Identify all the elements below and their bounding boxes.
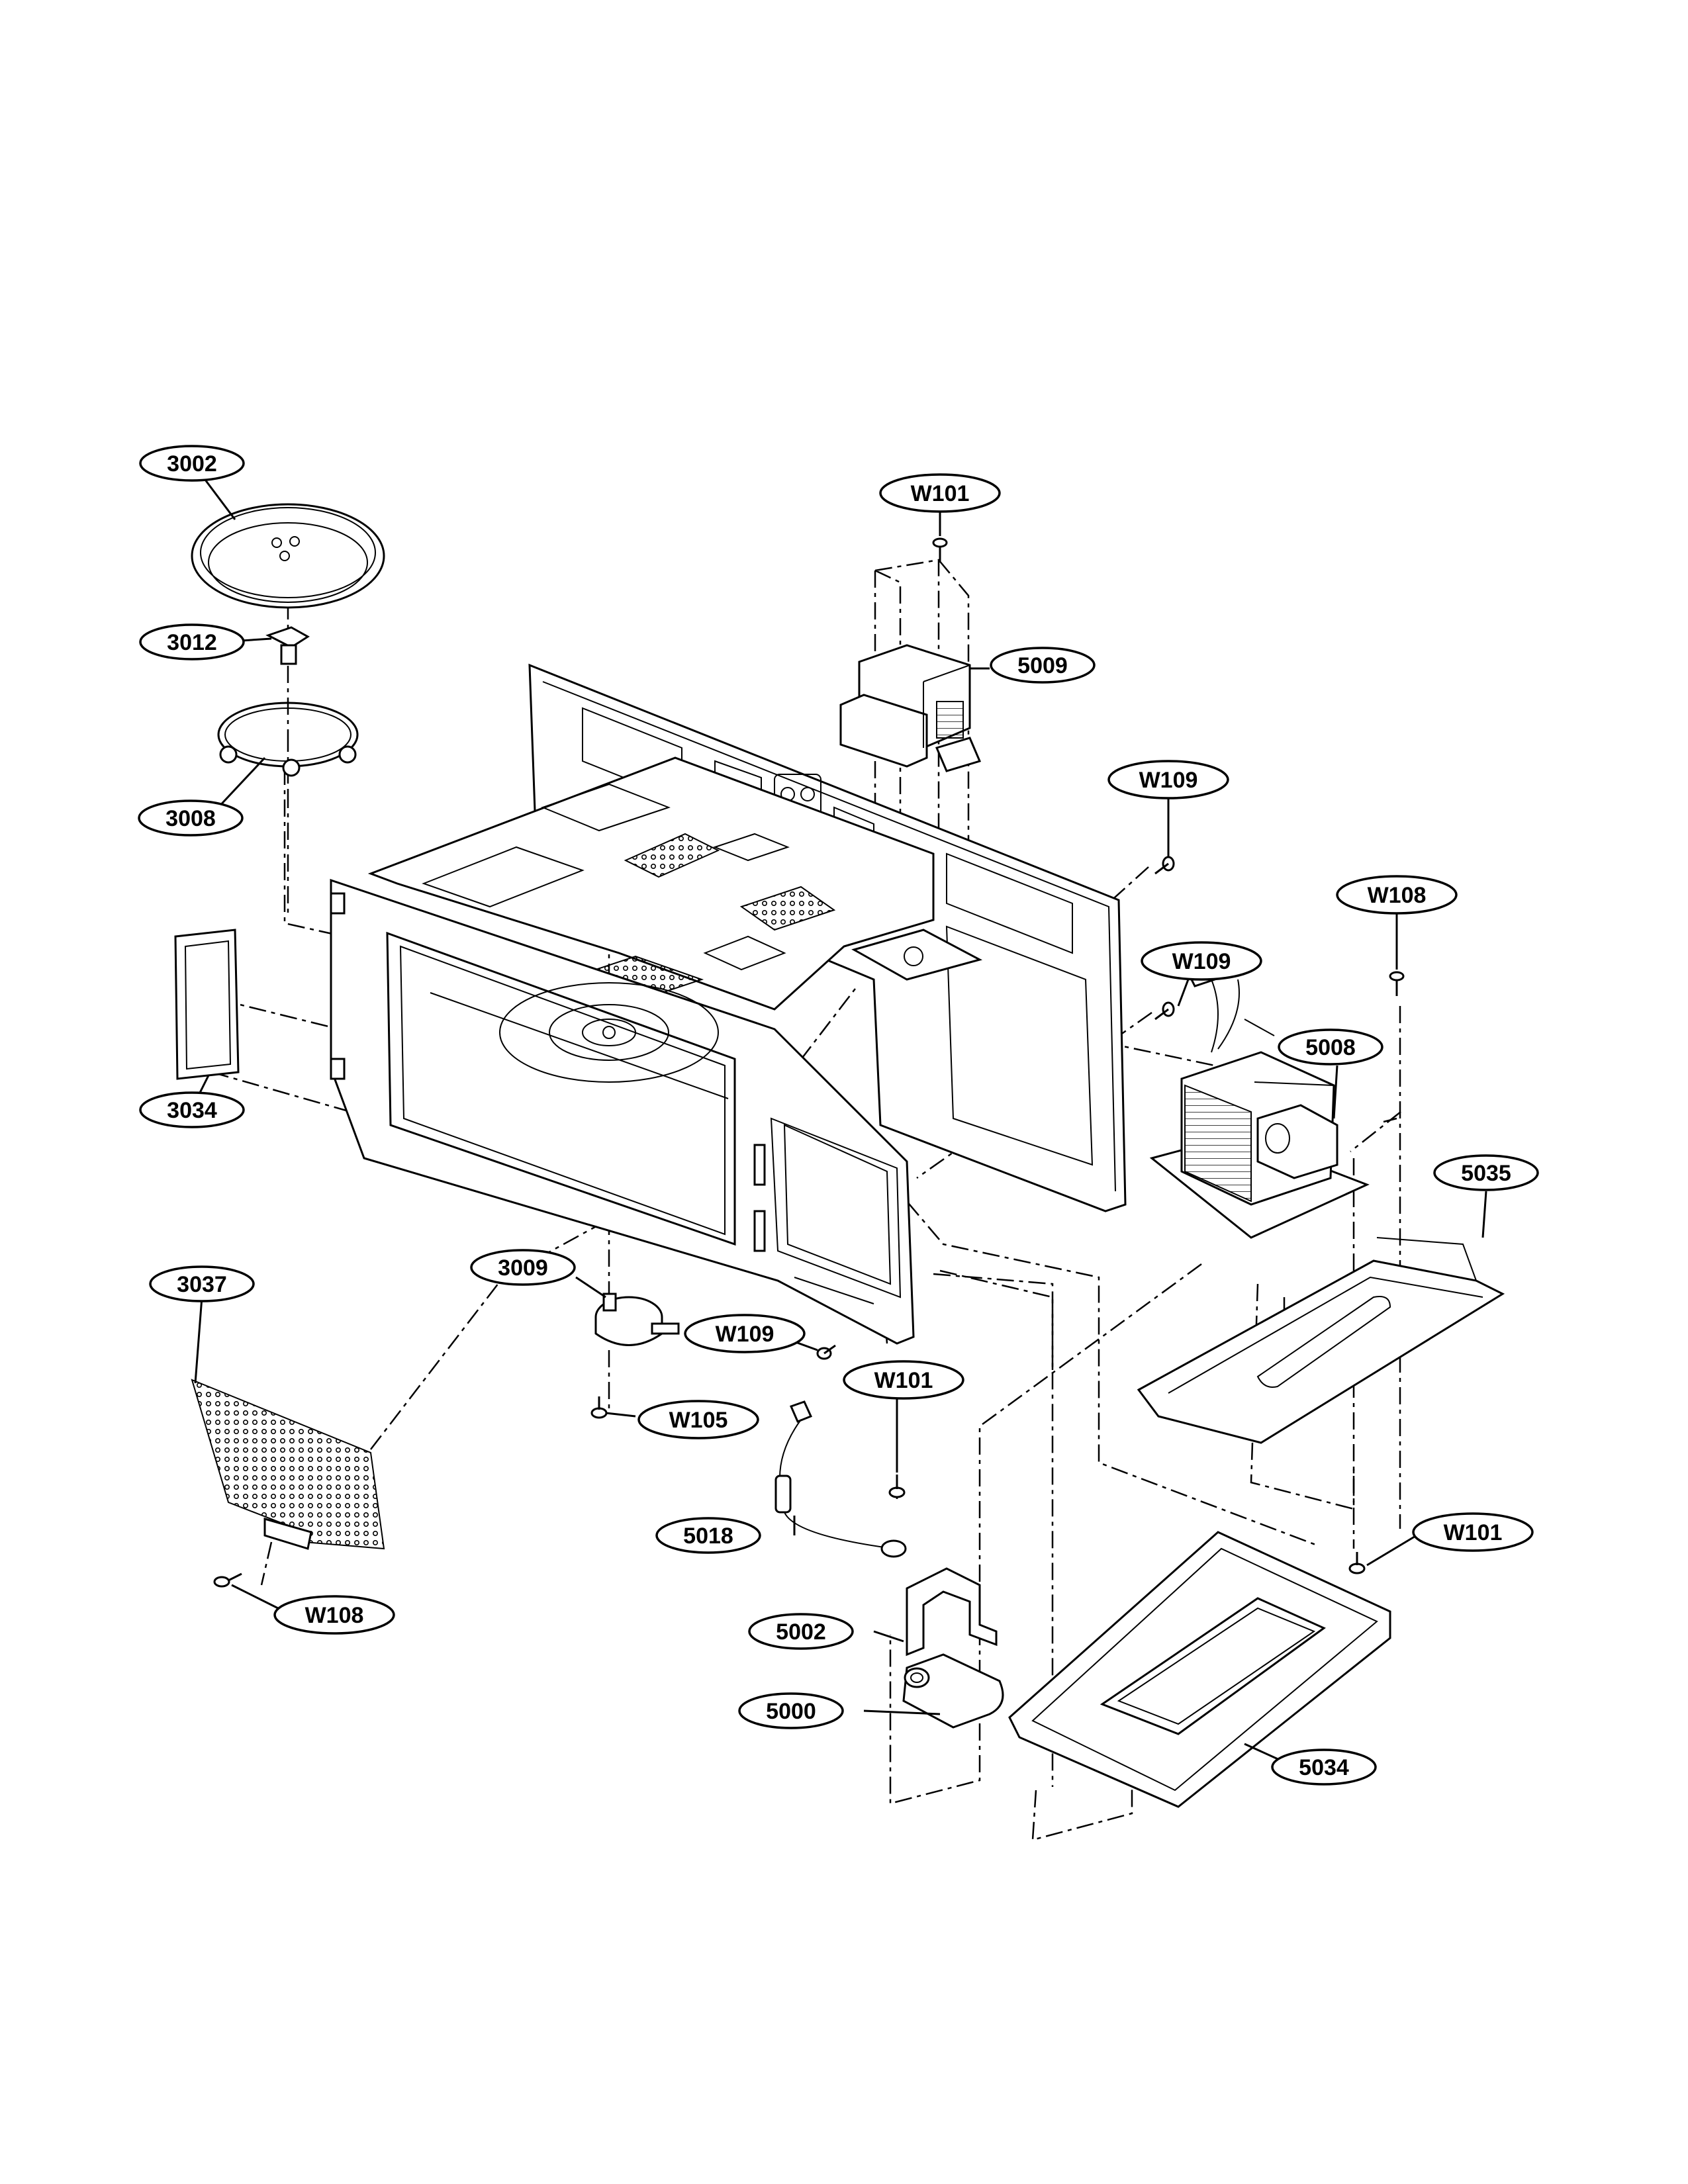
svg-text:W101: W101 [1444,1520,1503,1545]
callout-w101-mid: W101 [843,1360,964,1400]
callout-w109-front: W109 [684,1314,806,1353]
callout-5034: 5034 [1271,1749,1377,1786]
turntable-motor [594,1293,680,1346]
callout-3009: 3009 [470,1249,576,1286]
roller-ring [217,702,359,777]
callout-3034: 3034 [139,1091,245,1128]
svg-text:W108: W108 [305,1603,364,1628]
rear-grille [191,1379,385,1550]
svg-text:W105: W105 [669,1408,728,1433]
callout-w109-lower: W109 [1141,941,1262,981]
callout-5000: 5000 [738,1692,844,1729]
callout-w101-lower: W101 [1412,1512,1534,1552]
callout-3012: 3012 [139,623,245,660]
callout-w105: W105 [637,1400,759,1439]
callout-w101-top: W101 [879,473,1001,513]
base-plate [1008,1531,1391,1808]
callout-w108-right: W108 [1336,875,1458,915]
turntable-tray [191,503,385,609]
screw-w109-front [816,1344,836,1360]
svg-text:3009: 3009 [498,1255,548,1281]
screw-w109-right2 [1154,1001,1175,1021]
screw-w101-mid [888,1475,906,1498]
cavity-assembly [330,663,1127,1345]
svg-text:W101: W101 [874,1368,933,1393]
waveguide-cover [174,929,240,1080]
coupler [265,626,310,665]
svg-text:3002: 3002 [167,451,217,477]
screw-w108-left [213,1572,242,1588]
svg-text:5008: 5008 [1305,1035,1356,1060]
screw-w109-right1 [1154,856,1175,875]
callout-3008: 3008 [138,799,244,837]
svg-text:5034: 5034 [1299,1755,1349,1780]
screws [213,537,1405,1588]
svg-text:W108: W108 [1368,883,1427,908]
svg-text:3008: 3008 [165,806,216,831]
capacitor-bracket [906,1567,998,1657]
svg-text:3034: 3034 [167,1098,217,1123]
callout-w108-left: W108 [273,1595,395,1635]
screw-w108-right [1389,971,1405,996]
callouts: 3002 3012 3008 3034 3037 3009 W105 W109 [138,445,1539,1786]
diode [774,1400,907,1558]
svg-text:5018: 5018 [683,1524,733,1549]
svg-text:W101: W101 [911,481,970,506]
callout-3002: 3002 [139,445,245,482]
svg-text:5002: 5002 [776,1619,826,1645]
transformer [1149,958,1370,1239]
screw-w105 [590,1396,608,1419]
callout-5008: 5008 [1278,1028,1383,1066]
svg-text:W109: W109 [1139,768,1198,793]
svg-text:3012: 3012 [167,630,217,655]
callout-3037: 3037 [149,1265,255,1302]
transformer-bracket [1137,1237,1505,1444]
svg-text:W109: W109 [716,1322,774,1347]
svg-text:5035: 5035 [1461,1161,1511,1186]
svg-text:5000: 5000 [766,1699,816,1724]
svg-text:3037: 3037 [177,1272,227,1297]
svg-text:5009: 5009 [1017,653,1068,678]
svg-text:W109: W109 [1172,949,1231,974]
callout-w109-upper: W109 [1107,760,1229,799]
callout-5018: 5018 [655,1517,761,1554]
capacitor [902,1653,1004,1729]
magnetron [839,644,982,772]
screw-w101-top [932,537,948,563]
callout-5035: 5035 [1433,1154,1539,1191]
screw-w101-lower [1348,1552,1366,1574]
callout-5002: 5002 [748,1613,854,1650]
callout-5009: 5009 [990,647,1096,684]
